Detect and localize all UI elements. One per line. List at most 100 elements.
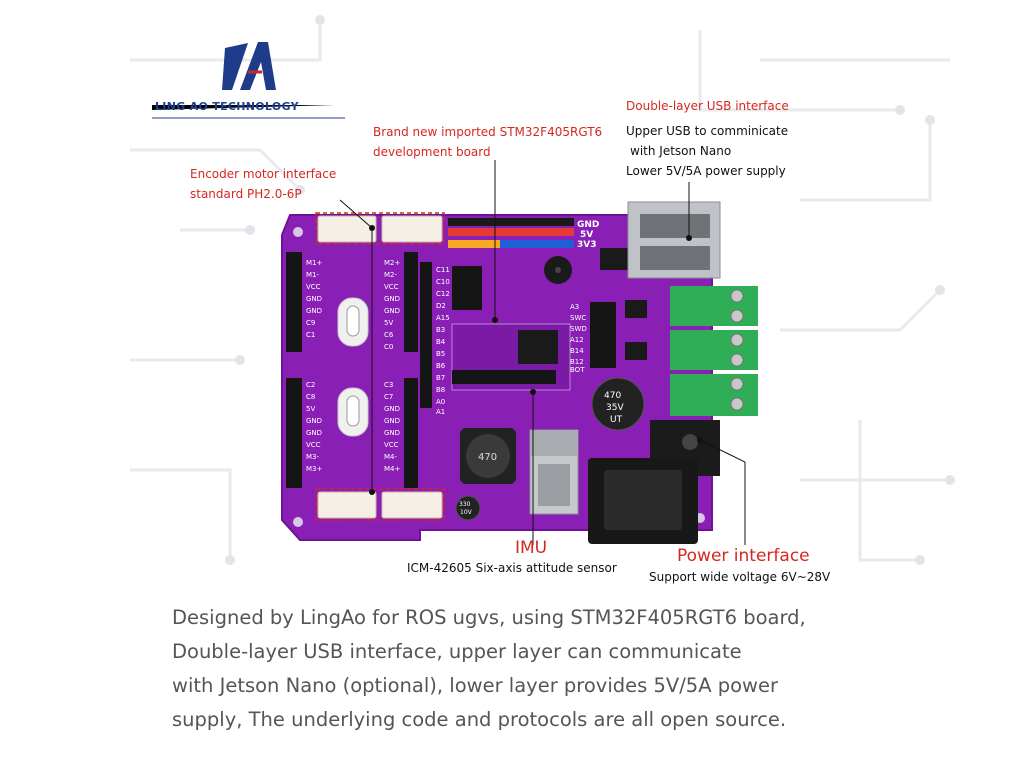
svg-text:M4-: M4- [384,453,397,461]
svg-text:A12: A12 [570,336,584,344]
svg-text:B6: B6 [436,362,446,370]
stm-callout-line2: development board [373,145,491,159]
product-description: Designed by LingAo for ROS ugvs, using S… [172,601,892,737]
svg-text:C12: C12 [436,290,450,298]
svg-text:A0: A0 [436,398,445,406]
description-line-3: with Jetson Nano (optional), lower layer… [172,674,779,697]
svg-text:M2+: M2+ [384,259,400,267]
svg-text:A15: A15 [436,314,450,322]
svg-text:C8: C8 [306,393,315,401]
driver-chip-1 [625,300,647,318]
svg-text:M3+: M3+ [306,465,322,473]
left-pin-labels: M1+ M1- VCC GND GND C9 C1 C2 C8 5V GND G… [306,259,322,473]
svg-text:UT: UT [610,415,623,425]
encoder-connectors [317,215,443,519]
svg-text:470: 470 [604,391,621,401]
svg-text:SWD: SWD [570,325,587,333]
imu-module [451,323,571,391]
power-callout-title: Power interface [677,546,810,566]
right-gpio-header [590,302,616,368]
encoder-highlight-bottom [315,488,445,521]
svg-text:VCC: VCC [384,441,399,449]
svg-text:C2: C2 [306,381,315,389]
svg-text:BOT: BOT [570,366,585,374]
svg-text:B12: B12 [570,358,584,366]
svg-text:B5: B5 [436,350,445,358]
heatsink [529,429,579,515]
usb-connector [627,201,721,279]
dc-jack-hole [682,434,698,450]
svg-text:B4: B4 [436,338,446,346]
power-callout-sub: Support wide voltage 6V~28V [649,570,831,584]
svg-text:3V3: 3V3 [577,240,597,250]
svg-text:VCC: VCC [384,283,399,291]
header-labels: GND 5V 3V3 [576,219,599,250]
svg-text:5V: 5V [384,319,393,327]
brand-name: LING AO TECHNOLOGY [155,100,299,113]
encoder-callout-line2: standard PH2.0-6P [190,187,302,201]
svg-text:GND: GND [384,307,400,315]
left-header-bottom [286,378,302,488]
svg-text:M1-: M1- [306,271,319,279]
description-line-4: supply, The underlying code and protocol… [172,708,787,731]
svg-text:10V: 10V [460,509,473,516]
svg-text:GND: GND [384,417,400,425]
svg-text:GND: GND [306,307,322,315]
gpio-labels: C11 C10 C12 D2 A15 B3 B4 B5 B6 B7 B8 A0 … [436,266,450,416]
svg-text:5V: 5V [306,405,315,413]
description-line-2: Double-layer USB interface, upper layer … [172,640,742,663]
usb-callout-line3: Lower 5V/5A power supply [626,164,786,178]
usb-callout-title: Double-layer USB interface [626,99,789,113]
inductor: 470 [460,428,516,484]
svg-text:B14: B14 [570,347,584,355]
left-header-top [286,252,302,352]
svg-text:C1: C1 [306,331,315,339]
svg-text:C0: C0 [384,343,393,351]
svg-text:GND: GND [577,220,599,230]
svg-text:GND: GND [384,295,400,303]
regulator-chip [600,248,628,270]
stm-callout-line1: Brand new imported STM32F405RGT6 [373,125,603,139]
lingao-logo-icon [152,42,345,119]
circuit-background [130,20,950,562]
callout-dots [369,225,703,495]
svg-text:B3: B3 [436,326,445,334]
svg-text:C7: C7 [384,393,393,401]
small-capacitor: 330 10V [455,495,481,521]
mid-pin-labels: M2+ M2- VCC GND GND 5V C6 C0 C3 C7 GND G… [384,259,400,473]
svg-text:VCC: VCC [306,441,321,449]
svg-text:GND: GND [306,417,322,425]
gpio-header [420,262,432,408]
usb-callout-line1: Upper USB to comminicate [626,124,789,138]
electrolytic-capacitor: 470 35V UT [591,377,645,431]
svg-text:VCC: VCC [306,283,321,291]
svg-text:A1: A1 [436,408,445,416]
svg-text:M2-: M2- [384,271,397,279]
encoder-callout-line1: Encoder motor interface [190,167,337,181]
svg-text:D2: D2 [436,302,446,310]
mid-header-top [404,252,418,352]
small-header [452,266,482,310]
svg-text:330: 330 [459,501,471,508]
svg-text:GND: GND [306,295,322,303]
svg-text:M1+: M1+ [306,259,322,267]
svg-text:35V: 35V [606,403,624,413]
svg-text:B7: B7 [436,374,445,382]
svg-text:C9: C9 [306,319,315,327]
svg-text:C3: C3 [384,381,393,389]
imu-callout-title: IMU [515,538,548,558]
encoder-highlight-top [315,212,445,245]
svg-text:A3: A3 [570,303,579,311]
color-pin-header [448,218,574,248]
mid-header-bottom [404,378,418,488]
imu-callout-sub: ICM-42605 Six-axis attitude sensor [407,561,617,575]
svg-text:470: 470 [478,452,497,463]
svg-text:GND: GND [384,429,400,437]
right-gpio-labels: A3 SWC SWD A12 B14 B12 BOT [570,303,587,374]
svg-text:M3-: M3- [306,453,319,461]
description-line-1: Designed by LingAo for ROS ugvs, using S… [172,606,806,629]
svg-text:GND: GND [384,405,400,413]
power-terminals [670,286,758,416]
